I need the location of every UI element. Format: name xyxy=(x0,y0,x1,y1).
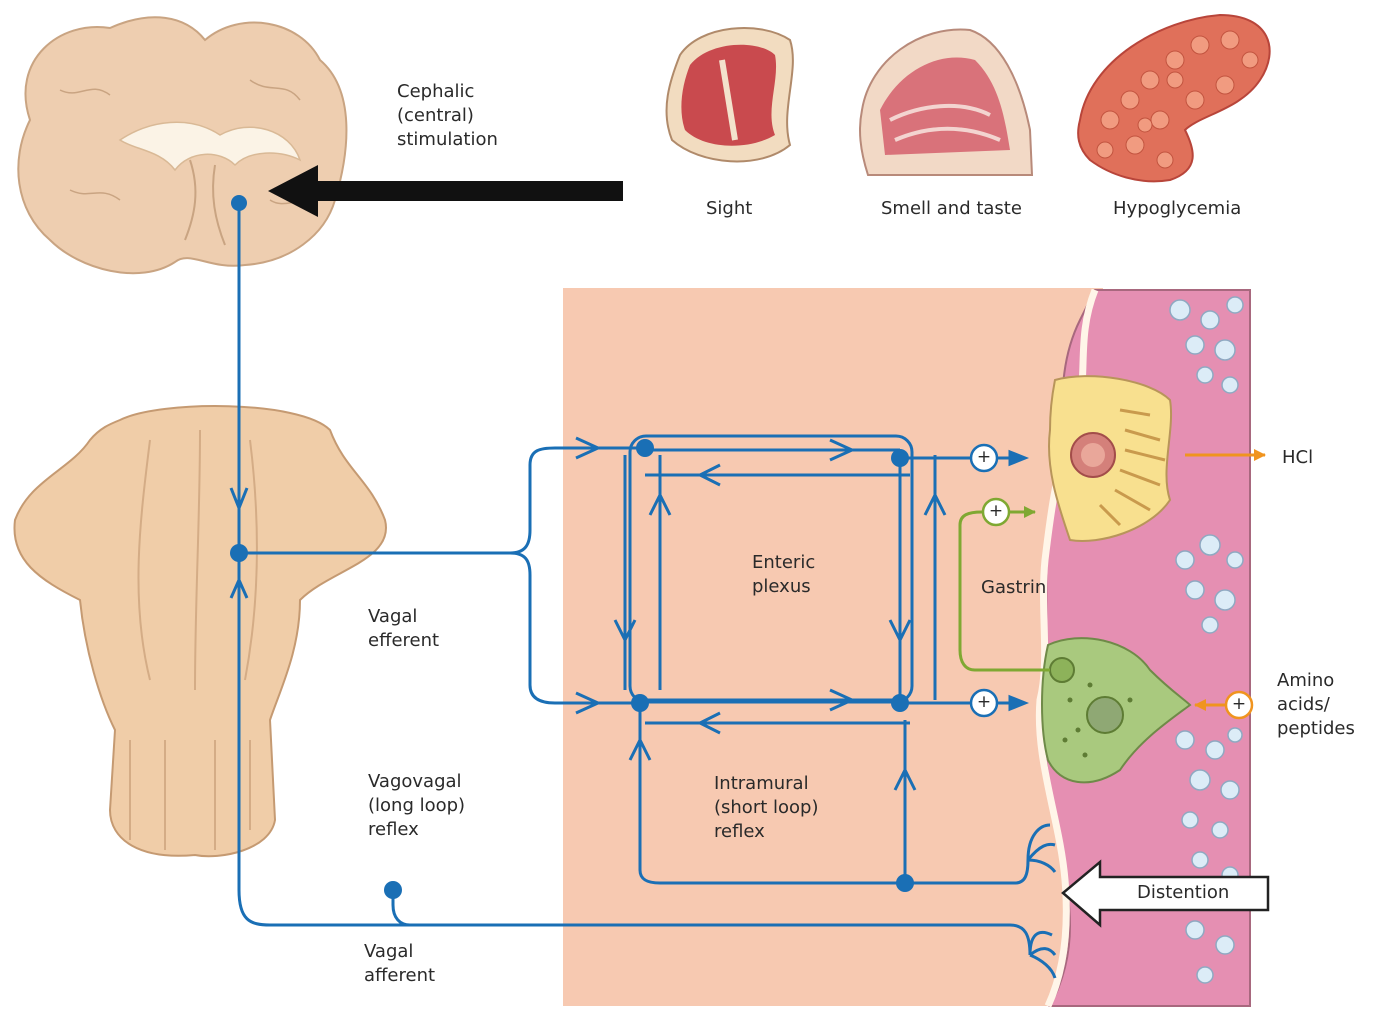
parietal-cell xyxy=(1049,376,1171,541)
plus-marker-gastrin: + xyxy=(986,499,1006,523)
hypoglycemia-label: Hypoglycemia xyxy=(1113,197,1241,221)
cephalic-label: Cephalic (central) stimulation xyxy=(397,80,498,152)
brainstem-icon xyxy=(14,406,386,856)
smell-taste-label: Smell and taste xyxy=(881,197,1022,221)
distention-label: Distention xyxy=(1137,881,1229,905)
enteric-plexus-label: Enteric plexus xyxy=(752,551,815,599)
plus-marker-lower: + xyxy=(974,690,994,714)
brain-section-icon xyxy=(18,17,346,273)
vagovagal-reflex-label: Vagovagal (long loop) reflex xyxy=(368,770,465,842)
plus-marker-amino: + xyxy=(1229,692,1249,716)
pancreas-icon xyxy=(1078,15,1270,181)
tissue-block xyxy=(563,288,1103,1006)
intramural-reflex-label: Intramural (short loop) reflex xyxy=(714,772,818,844)
nasal-cavity-icon xyxy=(860,30,1032,175)
sight-label: Sight xyxy=(706,197,752,221)
hcl-label: HCl xyxy=(1282,446,1313,470)
steak-icon xyxy=(667,28,793,161)
vagal-afferent-label: Vagal afferent xyxy=(364,940,435,988)
vagal-efferent-label: Vagal efferent xyxy=(368,605,439,653)
amino-acids-label: Amino acids/ peptides xyxy=(1277,669,1355,741)
gastrin-label: Gastrin xyxy=(981,576,1046,600)
plus-marker-upper: + xyxy=(974,445,994,469)
